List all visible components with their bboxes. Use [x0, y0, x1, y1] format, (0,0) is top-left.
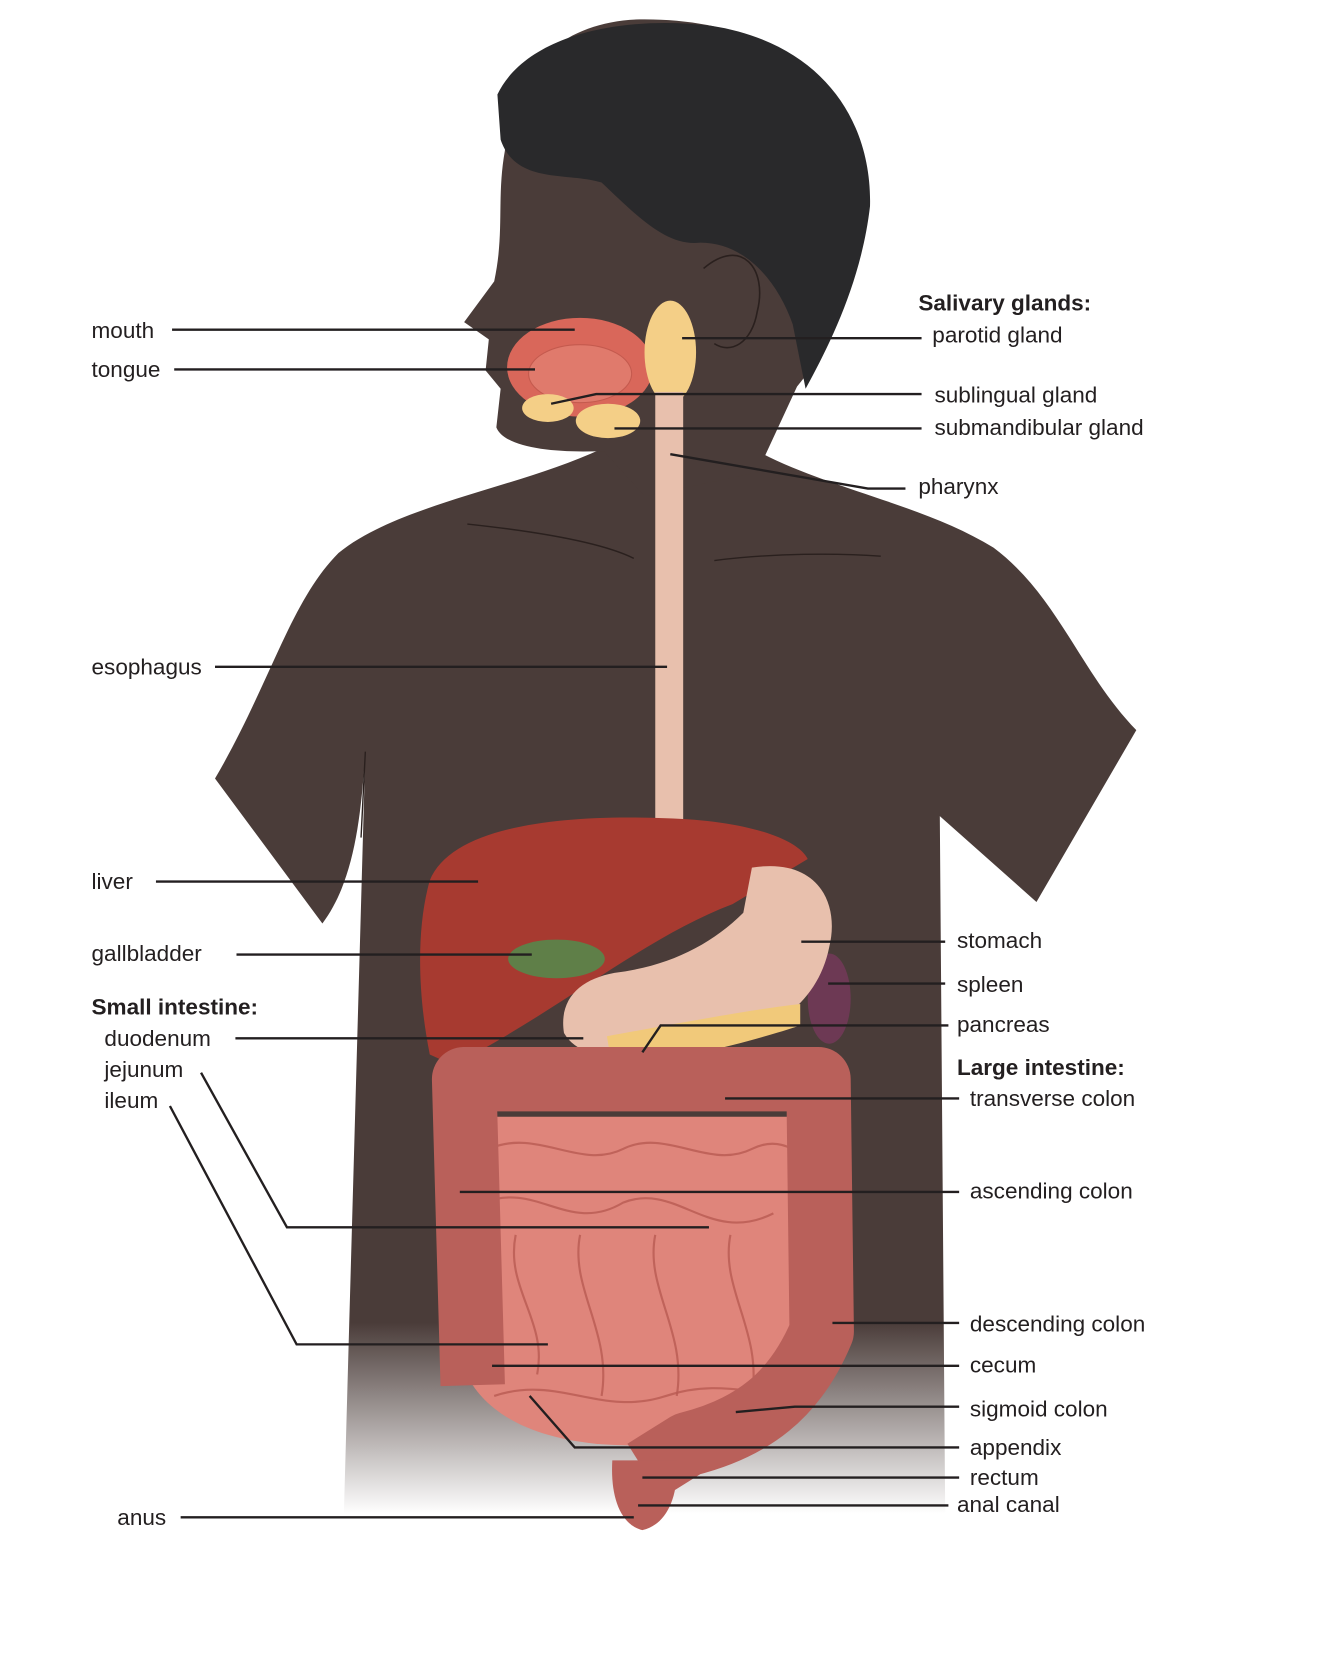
- label-parotid-gland: parotid gland: [932, 323, 1062, 348]
- label-rectum: rectum: [970, 1465, 1039, 1490]
- submandibular-gland: [575, 403, 641, 439]
- label-jejunum: jejunum: [103, 1057, 183, 1082]
- rectum: [612, 1460, 677, 1531]
- tongue: [528, 344, 633, 404]
- gallbladder: [508, 939, 605, 979]
- header-large-intestine: Large intestine:: [957, 1055, 1125, 1080]
- label-gallbladder: gallbladder: [92, 941, 203, 966]
- label-anal-canal: anal canal: [957, 1492, 1060, 1517]
- sublingual-gland: [522, 394, 574, 422]
- label-appendix: appendix: [970, 1435, 1062, 1460]
- label-ascending-colon: ascending colon: [970, 1178, 1133, 1203]
- hair: [497, 22, 871, 389]
- label-pharynx: pharynx: [918, 474, 999, 499]
- esophagus: [655, 391, 684, 843]
- label-spleen: spleen: [957, 972, 1023, 997]
- label-submandibular-gland: submandibular gland: [934, 415, 1143, 440]
- small-intestine: [472, 1116, 817, 1446]
- ear: [703, 254, 761, 349]
- colon: [431, 1046, 854, 1499]
- label-stomach: stomach: [957, 928, 1042, 953]
- label-transverse-colon: transverse colon: [970, 1086, 1135, 1111]
- liver: [420, 817, 808, 1066]
- label-sigmoid-colon: sigmoid colon: [970, 1396, 1108, 1421]
- label-pancreas: pancreas: [957, 1012, 1050, 1037]
- label-mouth: mouth: [92, 318, 155, 343]
- label-tongue: tongue: [92, 357, 161, 382]
- label-esophagus: esophagus: [92, 654, 202, 679]
- label-descending-colon: descending colon: [970, 1311, 1145, 1336]
- header-small-intestine: Small intestine:: [92, 995, 259, 1020]
- label-liver: liver: [92, 869, 134, 894]
- leader-lines: [155, 328, 960, 1519]
- parotid-gland: [644, 300, 697, 404]
- label-ileum: ileum: [104, 1088, 158, 1113]
- label-anus: anus: [117, 1505, 166, 1530]
- mouth-region: [507, 300, 697, 439]
- label-sublingual-gland: sublingual gland: [934, 383, 1097, 408]
- header-salivary-glands: Salivary glands:: [918, 290, 1091, 315]
- body-contour: [360, 523, 881, 838]
- abdominal-organs: [420, 817, 854, 1531]
- label-cecum: cecum: [970, 1352, 1036, 1377]
- label-duodenum: duodenum: [104, 1026, 210, 1051]
